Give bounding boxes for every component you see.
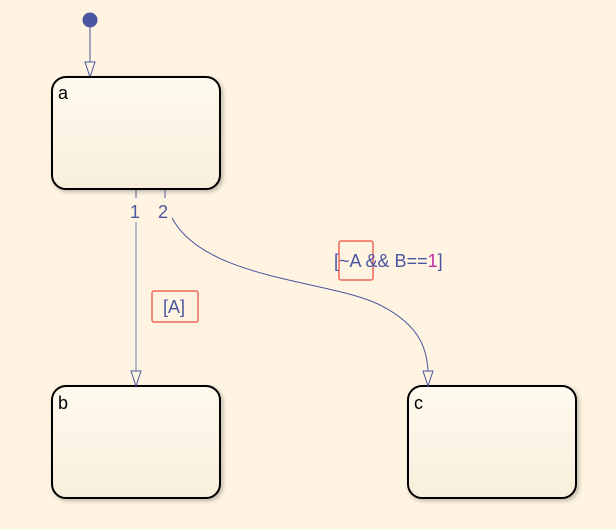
transition-a-to-c[interactable]: 2 [~A && B==1] [158, 190, 443, 388]
transition-2-order: 2 [158, 202, 168, 222]
transition-1-order: 1 [130, 202, 140, 222]
state-b-label: b [58, 393, 68, 413]
default-transition-dot[interactable] [82, 12, 98, 28]
arrowhead-icon [422, 370, 434, 388]
arrowhead-icon [84, 61, 96, 79]
state-c[interactable]: c [407, 385, 577, 499]
state-a[interactable]: a [51, 76, 221, 190]
arrowhead-icon [130, 370, 142, 388]
transition-1-label: [A] [163, 297, 185, 317]
highlight-box [151, 290, 199, 323]
default-transition[interactable] [82, 12, 98, 79]
highlight-box [338, 240, 374, 281]
transition-2-label: [~A && B==1] [334, 251, 443, 271]
state-a-label: a [58, 83, 69, 103]
state-c-label: c [414, 393, 423, 413]
state-b[interactable]: b [51, 385, 221, 499]
transition-a-to-b[interactable]: 1 [A] [130, 190, 199, 388]
